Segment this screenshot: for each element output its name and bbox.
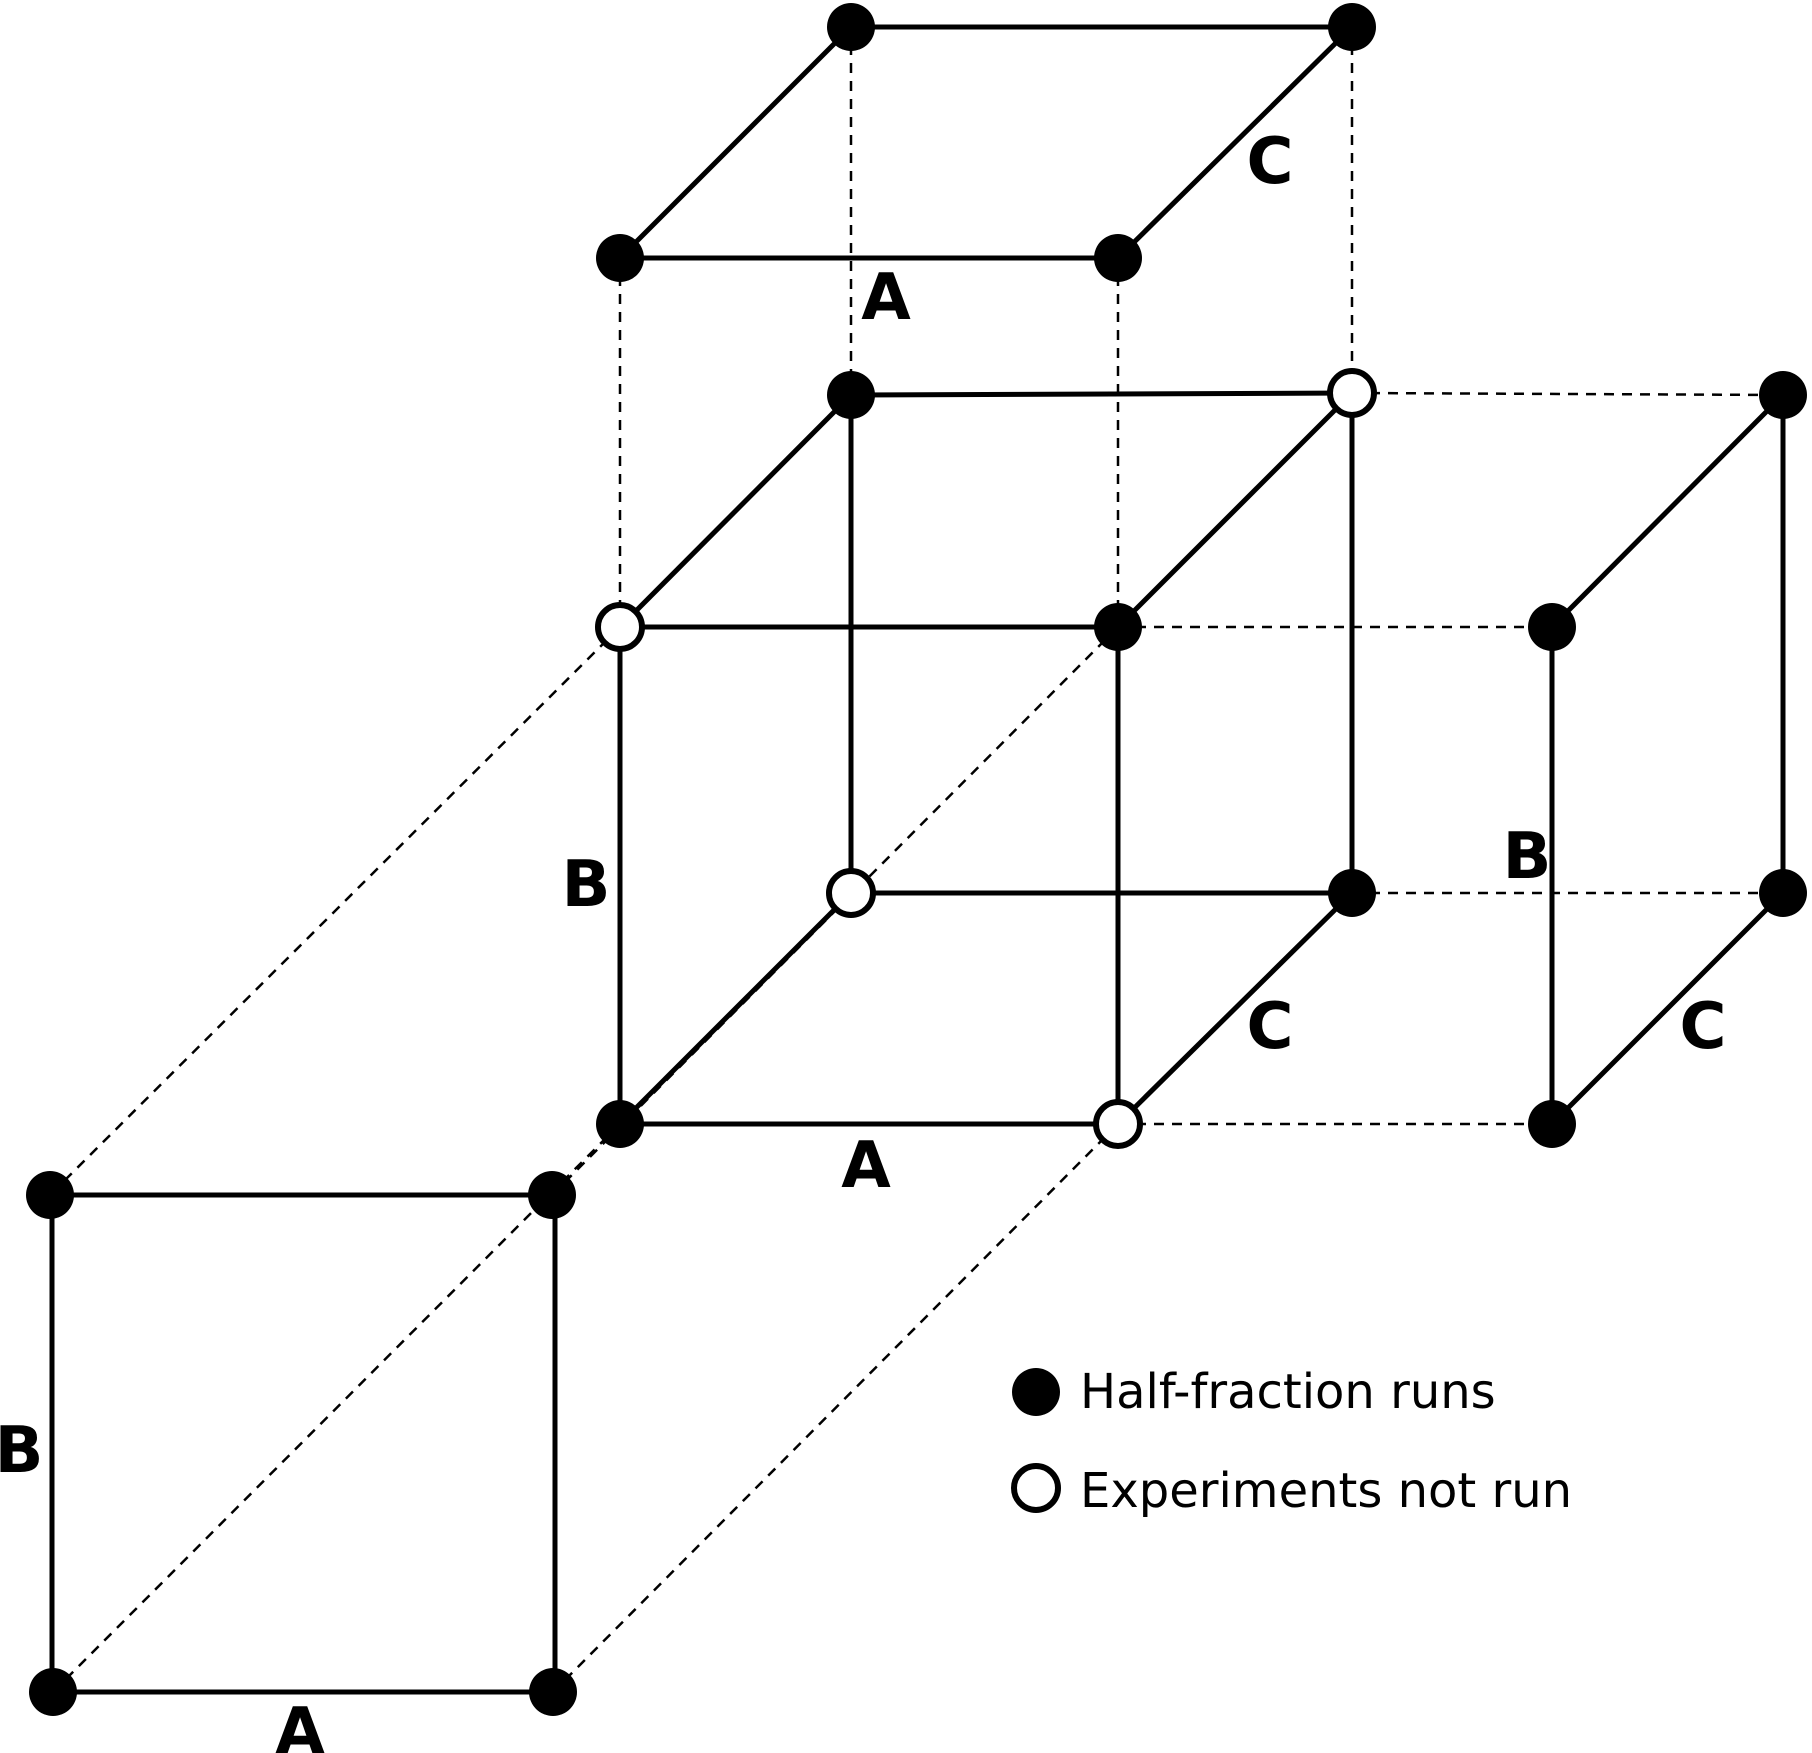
half-fraction-run-point <box>26 1171 74 1219</box>
front-face-a-label: A <box>275 1695 325 1753</box>
axis-labels: A C B A C B C B A <box>0 125 1726 1753</box>
legend: Half-fraction runs Experiments not run <box>1011 1364 1572 1519</box>
projection-line <box>1351 391 1784 397</box>
half-fraction-run-point <box>596 234 644 282</box>
top-face-a-label: A <box>861 261 911 335</box>
experiment-not-run-point <box>595 602 645 652</box>
cube-b-label: B <box>562 848 611 922</box>
experiment-not-run-point <box>1093 1099 1143 1149</box>
points <box>26 3 1807 1716</box>
half-fraction-run-point <box>528 1171 576 1219</box>
legend-experiments-not-run: Experiments not run <box>1080 1463 1572 1519</box>
right-face <box>1549 393 1786 1126</box>
half-fraction-run-point <box>596 1100 644 1148</box>
front-face <box>49 1192 558 1695</box>
front-face-b-label: B <box>0 1414 43 1488</box>
edge <box>1116 891 1354 1126</box>
half-fraction-run-point <box>1328 3 1376 51</box>
edge <box>618 25 853 260</box>
projection-lines <box>49 27 1784 1693</box>
experiment-not-run-point <box>826 868 876 918</box>
half-fraction-run-point <box>1759 869 1807 917</box>
edge <box>850 390 1353 398</box>
projection-line <box>552 1123 1119 1693</box>
half-fraction-run-point <box>1528 603 1576 651</box>
half-fraction-run-point <box>1094 603 1142 651</box>
half-fraction-run-point <box>1328 869 1376 917</box>
edge <box>1116 391 1354 629</box>
edge <box>618 891 853 1126</box>
half-fraction-run-point <box>29 1668 77 1716</box>
edge <box>1116 25 1354 260</box>
right-face-b-label: B <box>1503 820 1552 894</box>
half-fraction-run-point <box>529 1668 577 1716</box>
legend-half-fraction-runs: Half-fraction runs <box>1080 1364 1496 1420</box>
main-cube <box>617 390 1355 1127</box>
legend-run-icon <box>1012 1368 1060 1416</box>
half-fraction-run-point <box>1759 371 1807 419</box>
top-face <box>618 24 1354 261</box>
cube-a-label: A <box>841 1129 891 1203</box>
legend-not-run-icon <box>1011 1463 1061 1513</box>
half-fraction-run-point <box>1094 234 1142 282</box>
edge <box>618 393 853 629</box>
projection-line <box>49 626 621 1196</box>
projection-line <box>52 1123 621 1693</box>
half-fraction-run-point <box>1528 1100 1576 1148</box>
half-fraction-run-point <box>827 3 875 51</box>
half-fraction-run-point <box>827 371 875 419</box>
cube-c-label: C <box>1247 990 1294 1064</box>
edge <box>1550 891 1785 1126</box>
experiment-not-run-point <box>1327 368 1377 418</box>
top-face-c-label: C <box>1247 125 1294 199</box>
right-face-c-label: C <box>1680 990 1727 1064</box>
edge <box>1550 393 1785 629</box>
